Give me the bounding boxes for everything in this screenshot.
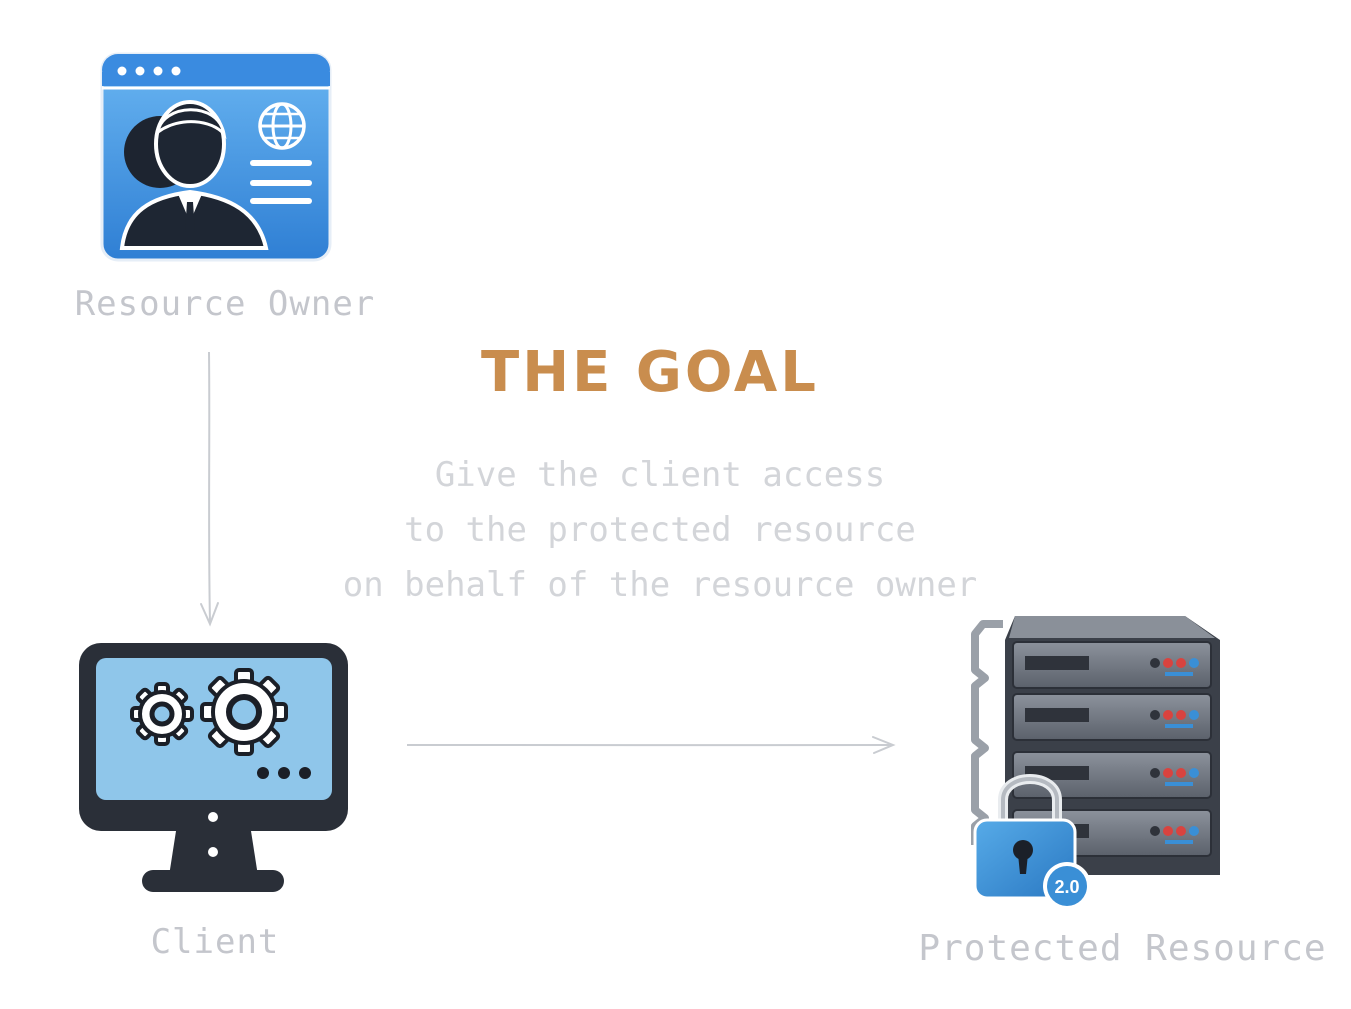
goal-line: on behalf of the resource owner xyxy=(342,565,978,605)
goal-line: to the protected resource xyxy=(404,510,916,550)
client-to-resource-arrow xyxy=(406,736,896,754)
version-badge: 2.0 xyxy=(1043,862,1091,910)
client-label: Client xyxy=(150,922,280,962)
protected-resource-label: Protected Resource xyxy=(918,928,1327,969)
goal-description: Give the client access to the protected … xyxy=(290,448,1030,613)
resource-owner-label: Resource Owner xyxy=(74,284,376,324)
protected-resource-server-icon: 2.0 xyxy=(971,616,1220,910)
client-monitor-icon xyxy=(79,643,348,892)
resource-owner-icon xyxy=(100,52,332,262)
owner-to-client-arrow xyxy=(200,351,219,627)
goal-line: Give the client access xyxy=(434,455,886,495)
version-badge-text: 2.0 xyxy=(1054,877,1079,897)
goal-title: THE GOAL xyxy=(481,340,819,405)
